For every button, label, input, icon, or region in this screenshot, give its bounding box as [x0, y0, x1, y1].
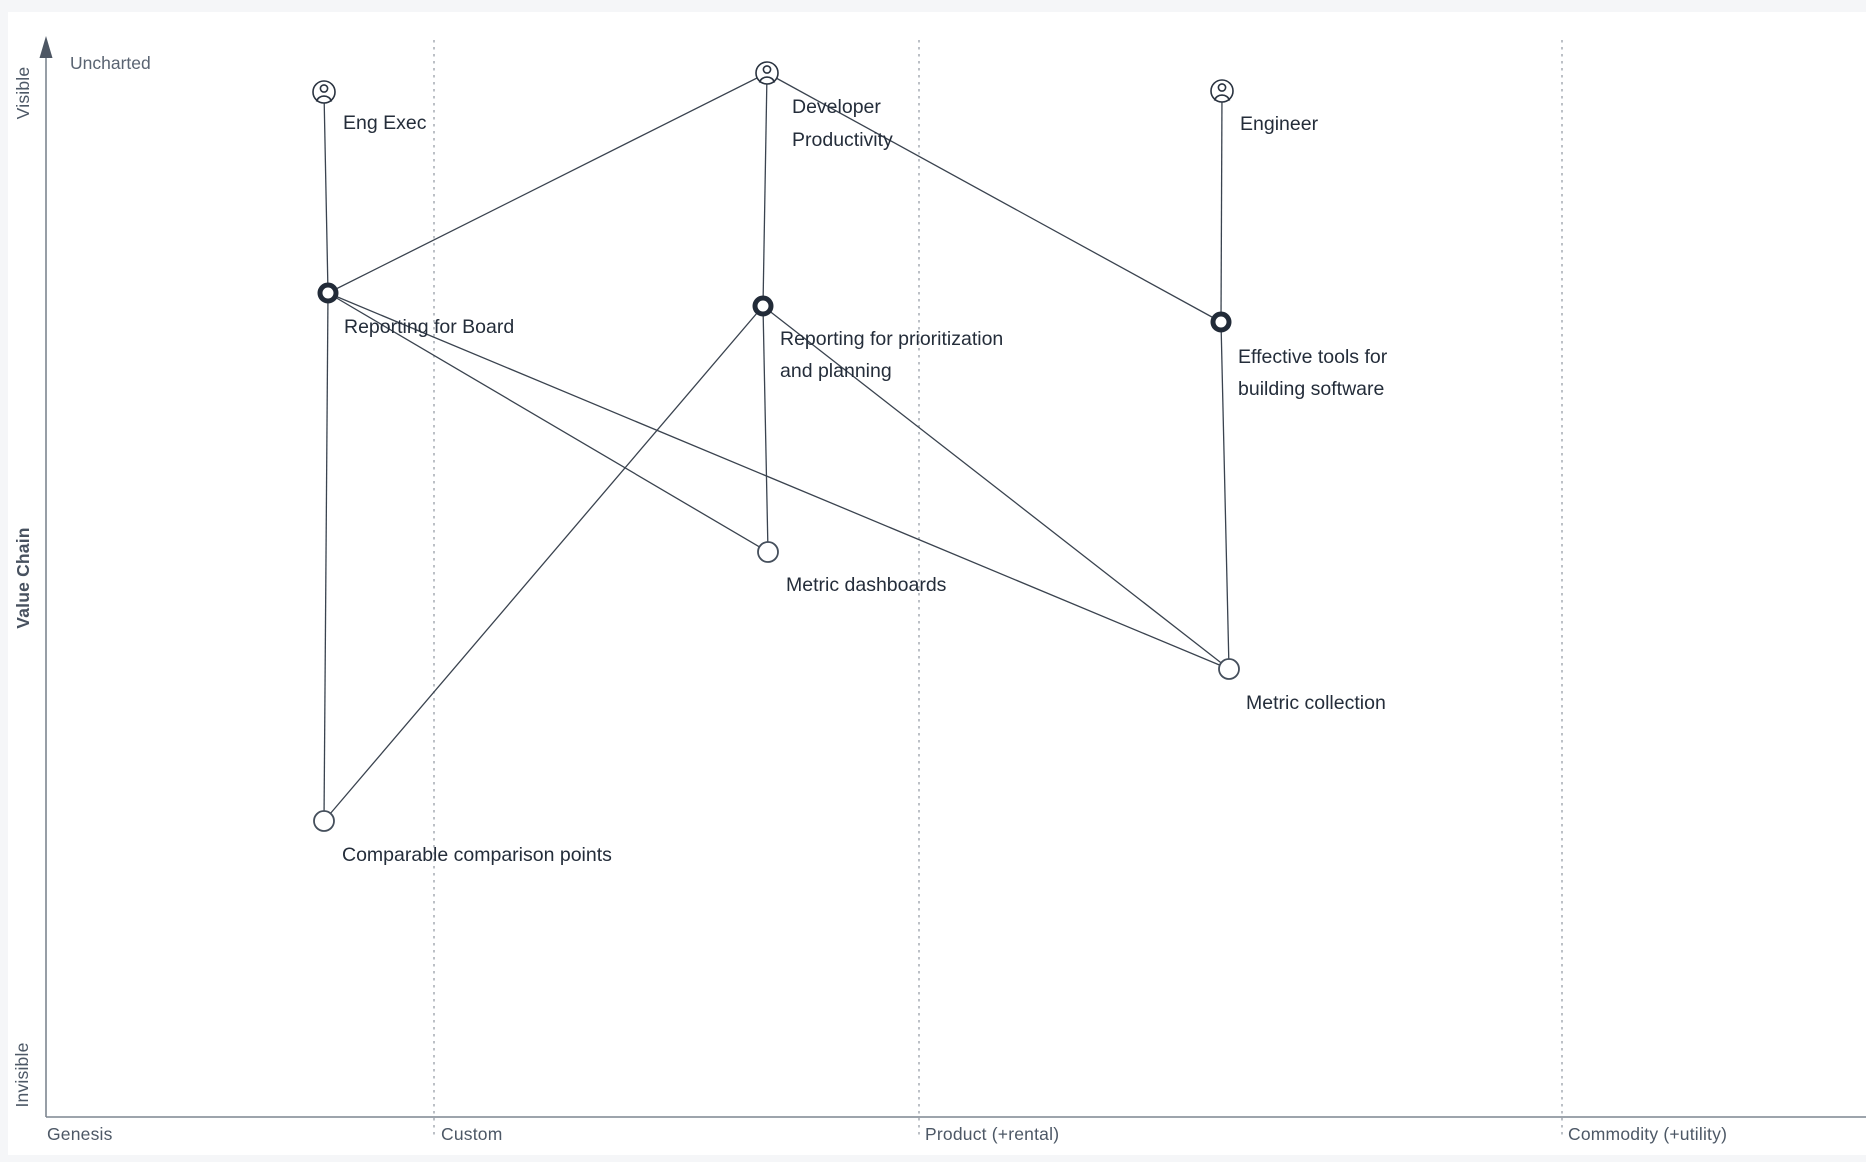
component-circle: [757, 541, 779, 563]
edge-developer-productivity--reporting-prioritization: [762, 72, 768, 307]
node-label-metric-collection: Metric collection: [1246, 692, 1386, 714]
node-label-engineer: Engineer: [1240, 113, 1319, 135]
edge-reporting-board--metric-dashboards: [327, 292, 769, 553]
edge-developer-productivity--effective-tools: [766, 72, 1222, 323]
edge-reporting-prioritization--comparable-points: [323, 305, 764, 822]
component-circle-bold: [317, 282, 339, 304]
component-circle-bold: [752, 295, 774, 317]
edge-reporting-prioritization--metric-collection: [762, 305, 1230, 670]
axes: Uncharted Visible Value Chain Invisible …: [12, 36, 1866, 1144]
node-eng-exec[interactable]: Eng Exec: [312, 80, 427, 134]
uncharted-label: Uncharted: [70, 53, 151, 73]
node-engineer[interactable]: Engineer: [1210, 79, 1319, 135]
edge-reporting-prioritization--metric-dashboards: [762, 305, 769, 553]
edge-developer-productivity--reporting-board: [327, 72, 768, 294]
y-axis-title: Value Chain: [13, 527, 33, 628]
x-axis-stage-product: Product (+rental): [925, 1124, 1059, 1144]
dependency-edges: [323, 72, 1230, 822]
component-circle: [313, 810, 335, 832]
node-comparable-points[interactable]: Comparable comparison points: [313, 810, 612, 866]
y-axis-arrow-icon: [39, 36, 53, 58]
component-circle-bold: [1210, 311, 1232, 333]
node-label-eng-exec: Eng Exec: [343, 112, 427, 134]
user-anchor-icon: [1210, 79, 1234, 103]
node-label-metric-dashboards: Metric dashboards: [786, 574, 947, 596]
edge-eng-exec--reporting-board: [323, 91, 329, 294]
evolution-boundaries: [433, 40, 1563, 1138]
component-circle: [1218, 658, 1240, 680]
node-label-comparable-points: Comparable comparison points: [342, 844, 612, 866]
map-canvas: [8, 12, 1866, 1155]
node-label-reporting-board: Reporting for Board: [344, 316, 514, 338]
node-metric-dashboards[interactable]: Metric dashboards: [757, 541, 947, 596]
edge-effective-tools--metric-collection: [1220, 321, 1230, 670]
user-anchor-icon: [312, 80, 336, 104]
edge-reporting-board--metric-collection: [327, 292, 1230, 670]
x-axis-stage-genesis: Genesis: [47, 1124, 113, 1144]
node-metric-collection[interactable]: Metric collection: [1218, 658, 1386, 714]
x-axis-stage-custom: Custom: [441, 1124, 503, 1144]
y-axis-visible-label: Visible: [13, 67, 33, 120]
user-anchor-icon: [755, 61, 779, 85]
y-axis-invisible-label: Invisible: [12, 1042, 32, 1107]
node-reporting-board[interactable]: Reporting for Board: [317, 282, 514, 338]
edge-reporting-board--comparable-points: [323, 292, 329, 822]
edge-engineer--effective-tools: [1220, 90, 1223, 323]
x-axis-stage-commodity: Commodity (+utility): [1568, 1124, 1727, 1144]
